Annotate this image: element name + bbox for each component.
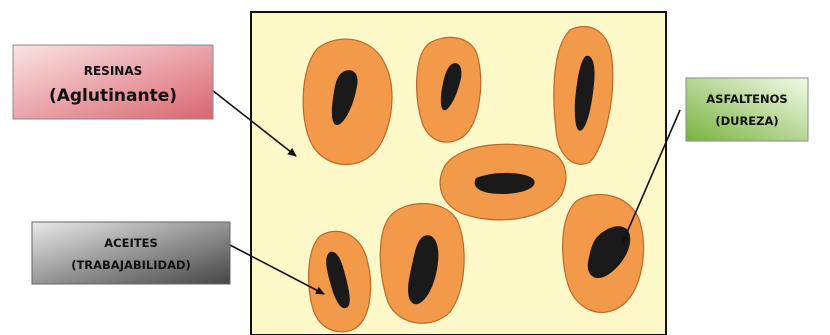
particle [563, 195, 644, 313]
particle [309, 231, 371, 331]
particle [380, 204, 464, 324]
asfaltenos-subtitle: (DUREZA) [715, 114, 778, 128]
asfaltenos-label-box: ASFALTENOS (DUREZA) [686, 78, 808, 141]
aceites-title: ACEITES [104, 236, 157, 250]
aceites-label-box: ACEITES (TRABAJABILIDAD) [32, 222, 230, 284]
particle [417, 37, 481, 142]
particle [303, 39, 392, 164]
aceites-subtitle: (TRABAJABILIDAD) [71, 258, 191, 272]
asfaltenos-title: ASFALTENOS [706, 92, 787, 106]
resinas-label-box: RESINAS (Aglutinante) [13, 45, 213, 119]
particle [440, 144, 566, 220]
resinas-subtitle: (Aglutinante) [49, 86, 177, 106]
resinas-title: RESINAS [84, 64, 143, 78]
